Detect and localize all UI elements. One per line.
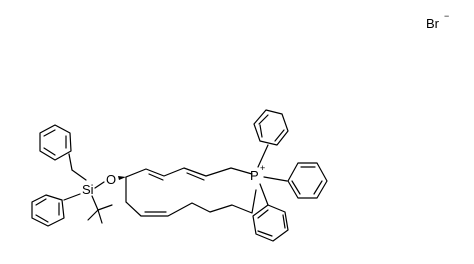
- methyl-1: [97, 204, 113, 211]
- si-c-bond: [91, 195, 99, 211]
- p-phenyl-bottom: [252, 183, 289, 242]
- benzene-ring: [31, 194, 65, 227]
- tert-butyl-group: [87, 195, 113, 224]
- si-phenyl-upper: [39, 124, 87, 181]
- benzene-ring: [287, 162, 328, 199]
- benzene-ring: [252, 204, 289, 242]
- p-phenyl-top: [253, 109, 289, 168]
- phosphorus-charge: +: [260, 163, 265, 173]
- o-si-bond: [94, 181, 105, 189]
- p-phenyl-right: [263, 162, 328, 199]
- oxygen-atom: O: [106, 172, 116, 187]
- double-bond-1: [148, 173, 164, 181]
- alkyl-chain: [125, 176, 257, 217]
- diene-chain: [125, 167, 253, 181]
- methyl-3: [87, 209, 99, 221]
- phosphorus-atom: P: [250, 168, 259, 183]
- si-phenyl-lower: [31, 193, 81, 227]
- silicon-atom: Si: [82, 182, 94, 197]
- alkyl-backbone: [125, 176, 257, 217]
- benzene-ring: [39, 124, 72, 161]
- methyl-2: [97, 209, 103, 224]
- bromide-symbol: Br: [426, 16, 440, 31]
- double-bond-2: [186, 172, 205, 181]
- benzene-ring: [253, 109, 289, 146]
- bromide-charge: −: [444, 11, 449, 21]
- wedge-bond: [118, 176, 126, 180]
- chain-backbone: [125, 167, 253, 178]
